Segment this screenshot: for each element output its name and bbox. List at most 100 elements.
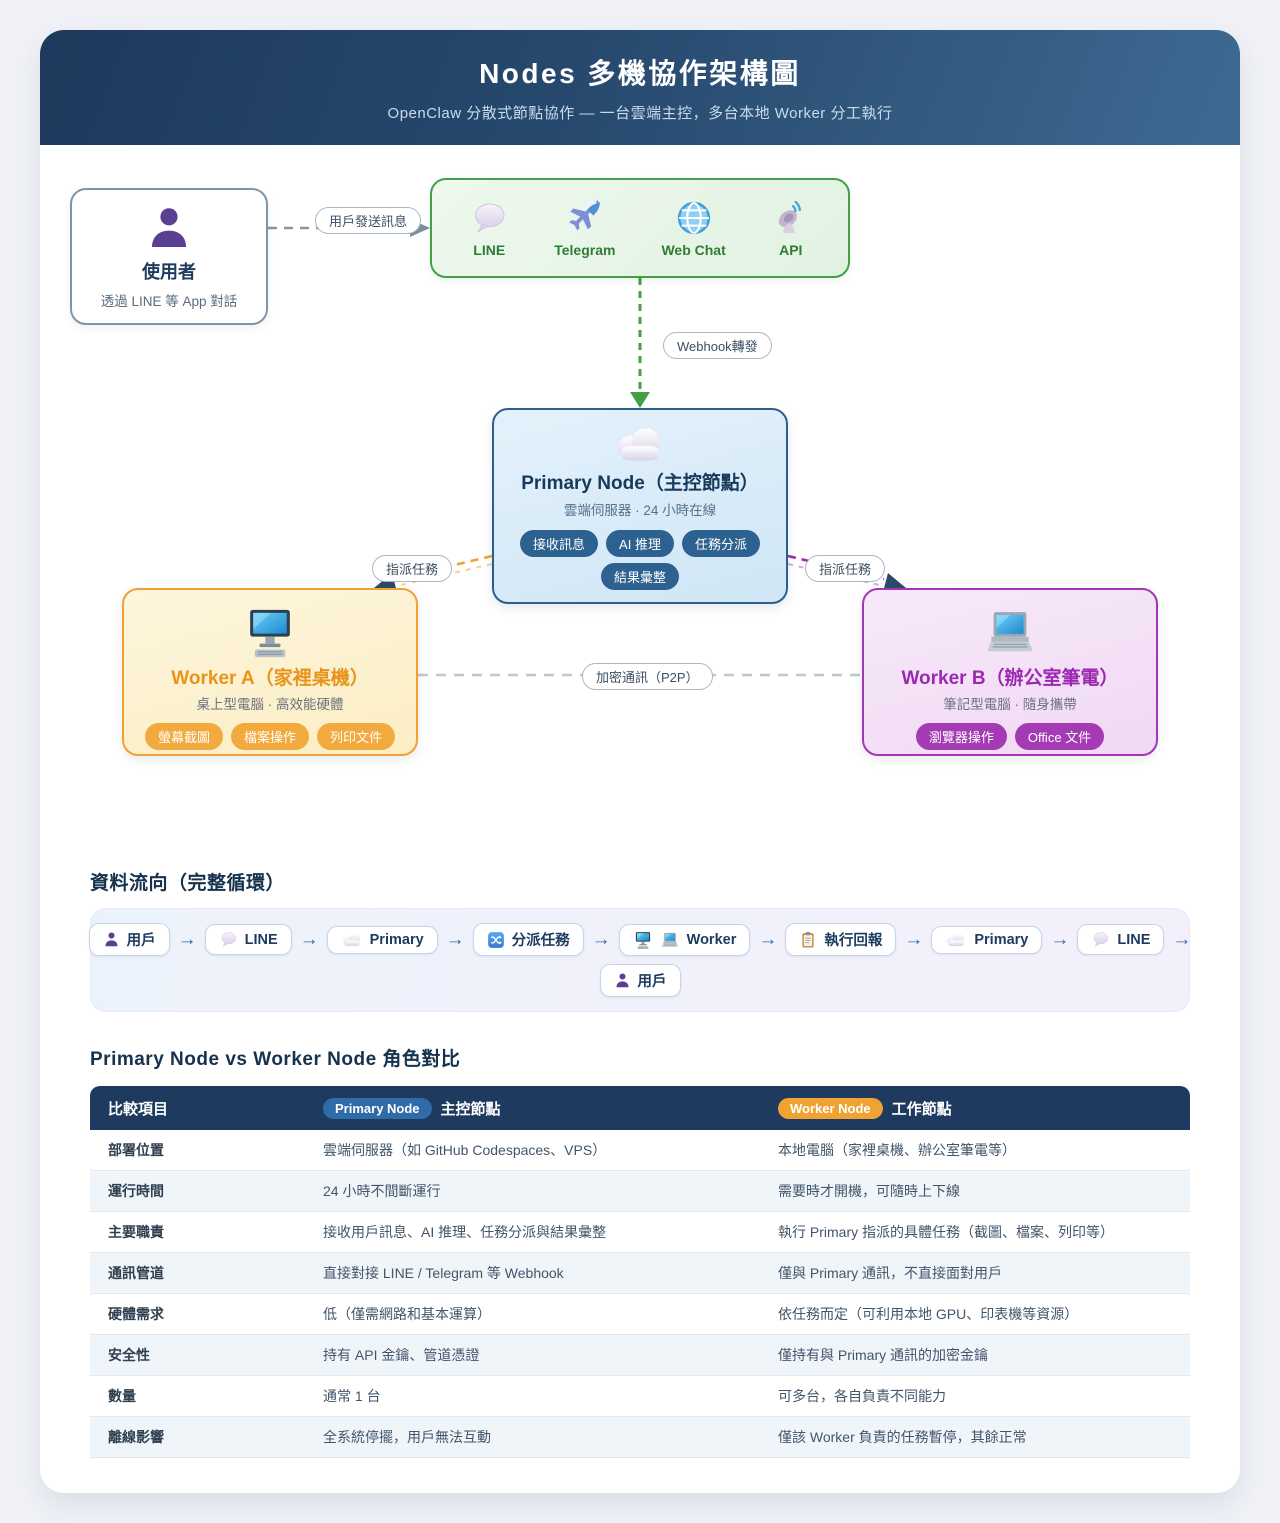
worker-a-badges-row: 螢幕截圖 檔案操作 列印文件 — [144, 723, 396, 750]
row-item: 主要職責 — [108, 1224, 164, 1240]
col-header-primary: Primary Node 主控節點 — [305, 1097, 760, 1119]
app-label: API — [779, 241, 803, 258]
flow-chip-label: 執行回報 — [824, 933, 883, 949]
cloud-icon — [341, 932, 363, 947]
flow-row-2: 用戶 — [91, 964, 1189, 997]
worker-a-node: Worker A（家裡桌機） 桌上型電腦 · 高效能硬體 螢幕截圖 檔案操作 列… — [122, 588, 418, 756]
capability-badge: AI 推理 — [606, 530, 674, 557]
flow-chip-label: LINE — [1117, 931, 1151, 948]
cloud-icon — [945, 932, 967, 947]
page-subtitle: OpenClaw 分散式節點協作 — 一台雲端主控，多台本地 Worker 分工… — [387, 105, 893, 122]
table-row: 數量 通常 1 台 可多台，各自負責不同能力 — [90, 1376, 1190, 1417]
flow-chip-report: 執行回報 — [785, 923, 897, 956]
row-item: 運行時間 — [108, 1183, 164, 1199]
worker-b-node: Worker B（辦公室筆電） 筆記型電腦 · 隨身攜帶 瀏覽器操作 Offic… — [862, 588, 1158, 756]
shuffle-icon — [487, 931, 505, 949]
col-header-item: 比較項目 — [108, 1100, 169, 1118]
user-node-title: 使用者 — [142, 261, 196, 282]
primary-badges-row: 結果彙整 — [600, 563, 679, 590]
primary-node-pill: Primary Node — [323, 1097, 432, 1119]
laptop-icon — [982, 604, 1038, 660]
edge-label-p2p: 加密通訊（P2P） — [582, 663, 713, 690]
worker-a-title: Worker A（家裡桌機） — [171, 668, 369, 689]
row-worker-value: 僅該 Worker 負責的任務暫停，其餘正常 — [778, 1429, 1027, 1445]
page-header: Nodes 多機協作架構圖 OpenClaw 分散式節點協作 — 一台雲端主控，… — [40, 30, 1240, 145]
flow-chip-label: 用戶 — [126, 933, 156, 949]
app-webchat: Web Chat — [661, 199, 726, 258]
row-item: 通訊管道 — [108, 1265, 164, 1281]
table-row: 安全性 持有 API 金鑰、管道憑證 僅持有與 Primary 通訊的加密金鑰 — [90, 1335, 1190, 1376]
laptop-icon — [660, 930, 680, 950]
flow-chip-label: LINE — [244, 931, 278, 948]
flow-chip-worker: Worker — [618, 923, 751, 956]
capability-badge: 任務分派 — [681, 530, 760, 557]
flow-chip-line: LINE — [1077, 924, 1165, 955]
edge-label-user-send: 用戶發送訊息 — [315, 207, 422, 234]
clipboard-icon — [799, 931, 817, 949]
table-row: 運行時間 24 小時不間斷運行 需要時才開機，可隨時上下線 — [90, 1171, 1190, 1212]
person-icon — [103, 931, 120, 948]
row-primary-value: 接收用戶訊息、AI 推理、任務分派與結果彙整 — [323, 1224, 607, 1240]
flow-arrow-icon: → — [299, 929, 319, 950]
app-label: Telegram — [554, 241, 616, 258]
col-header-worker: Worker Node 工作節點 — [760, 1097, 1190, 1119]
edge-label-assign-left: 指派任務 — [372, 555, 453, 582]
row-primary-value: 低（僅需網路和基本運算） — [323, 1306, 491, 1322]
flow-arrow-icon: → — [758, 929, 778, 950]
row-worker-value: 本地電腦（家裡桌機、辦公室筆電等） — [778, 1142, 1016, 1158]
worker-b-title: Worker B（辦公室筆電） — [901, 668, 1119, 689]
row-worker-value: 執行 Primary 指派的具體任務（截圖、檔案、列印等） — [778, 1224, 1114, 1240]
worker-node-pill: Worker Node — [778, 1097, 883, 1119]
flow-chip-user: 用戶 — [599, 964, 681, 997]
person-icon — [614, 972, 631, 989]
row-worker-value: 依任務而定（可利用本地 GPU、印表機等資源） — [778, 1306, 1079, 1322]
capability-badge: 列印文件 — [317, 723, 396, 750]
row-item: 硬體需求 — [108, 1306, 164, 1322]
app-api: API — [772, 199, 810, 258]
flow-arrow-icon: → — [1050, 929, 1070, 950]
user-node: 使用者 透過 LINE 等 App 對話 — [70, 188, 268, 325]
flow-chip-label: 分派任務 — [511, 933, 570, 949]
flow-diagram: 用戶 → LINE → Primary → 分派任務 → Worker — [88, 908, 1192, 1012]
row-item: 數量 — [108, 1388, 136, 1404]
flow-chip-label: Primary — [369, 931, 424, 948]
comparison-heading: Primary Node vs Worker Node 角色對比 — [90, 1049, 461, 1070]
page-title: Nodes 多機協作架構圖 — [479, 58, 801, 89]
flow-chip-label: 用戶 — [637, 974, 667, 990]
primary-node-title: Primary Node（主控節點） — [521, 473, 759, 494]
desktop-computer-icon — [633, 930, 653, 950]
app-label: LINE — [473, 241, 506, 258]
row-item: 部署位置 — [108, 1142, 164, 1158]
primary-badges-row: 接收訊息 AI 推理 任務分派 — [520, 530, 760, 557]
row-worker-value: 可多台，各自負責不同能力 — [778, 1388, 946, 1404]
flow-chip-dispatch: 分派任務 — [472, 923, 584, 956]
primary-node: Primary Node（主控節點） 雲端伺服器 · 24 小時在線 接收訊息 … — [492, 408, 788, 604]
row-primary-value: 24 小時不間斷運行 — [323, 1183, 441, 1199]
capability-badge: 螢幕截圖 — [144, 723, 223, 750]
primary-node-subtitle: 雲端伺服器 · 24 小時在線 — [563, 503, 717, 518]
worker-a-subtitle: 桌上型電腦 · 高效能硬體 — [196, 697, 344, 712]
row-worker-value: 僅持有與 Primary 通訊的加密金鑰 — [778, 1347, 988, 1363]
flow-arrow-icon: → — [1172, 929, 1192, 950]
flow-arrow-icon: → — [177, 929, 197, 950]
airplane-icon — [566, 199, 604, 237]
table-header-row: 比較項目 Primary Node 主控節點 Worker Node 工作節點 — [90, 1086, 1190, 1130]
desktop-computer-icon — [242, 604, 298, 660]
flow-arrow-icon: → — [591, 929, 611, 950]
row-primary-value: 雲端伺服器（如 GitHub Codespaces、VPS） — [323, 1142, 607, 1158]
table-row: 通訊管道 直接對接 LINE / Telegram 等 Webhook 僅與 P… — [90, 1253, 1190, 1294]
app-label: Web Chat — [661, 241, 726, 258]
flow-chip-label: Primary — [974, 931, 1029, 948]
flow-chip-primary: Primary — [931, 925, 1043, 954]
edge-label-webhook: Webhook轉發 — [663, 332, 772, 359]
row-worker-value: 僅與 Primary 通訊，不直接面對用戶 — [778, 1265, 1002, 1281]
table-row: 主要職責 接收用戶訊息、AI 推理、任務分派與結果彙整 執行 Primary 指… — [90, 1212, 1190, 1253]
edge-label-assign-right: 指派任務 — [805, 555, 886, 582]
row-primary-value: 全系統停擺，用戶無法互動 — [323, 1429, 491, 1445]
flow-heading: 資料流向（完整循環） — [90, 873, 286, 894]
flow-chip-primary: Primary — [326, 925, 438, 954]
satellite-icon — [772, 199, 810, 237]
row-primary-value: 直接對接 LINE / Telegram 等 Webhook — [323, 1265, 564, 1281]
apps-node: LINE Telegram Web Chat API — [430, 178, 850, 278]
comparison-table: 比較項目 Primary Node 主控節點 Worker Node 工作節點 … — [90, 1086, 1190, 1458]
